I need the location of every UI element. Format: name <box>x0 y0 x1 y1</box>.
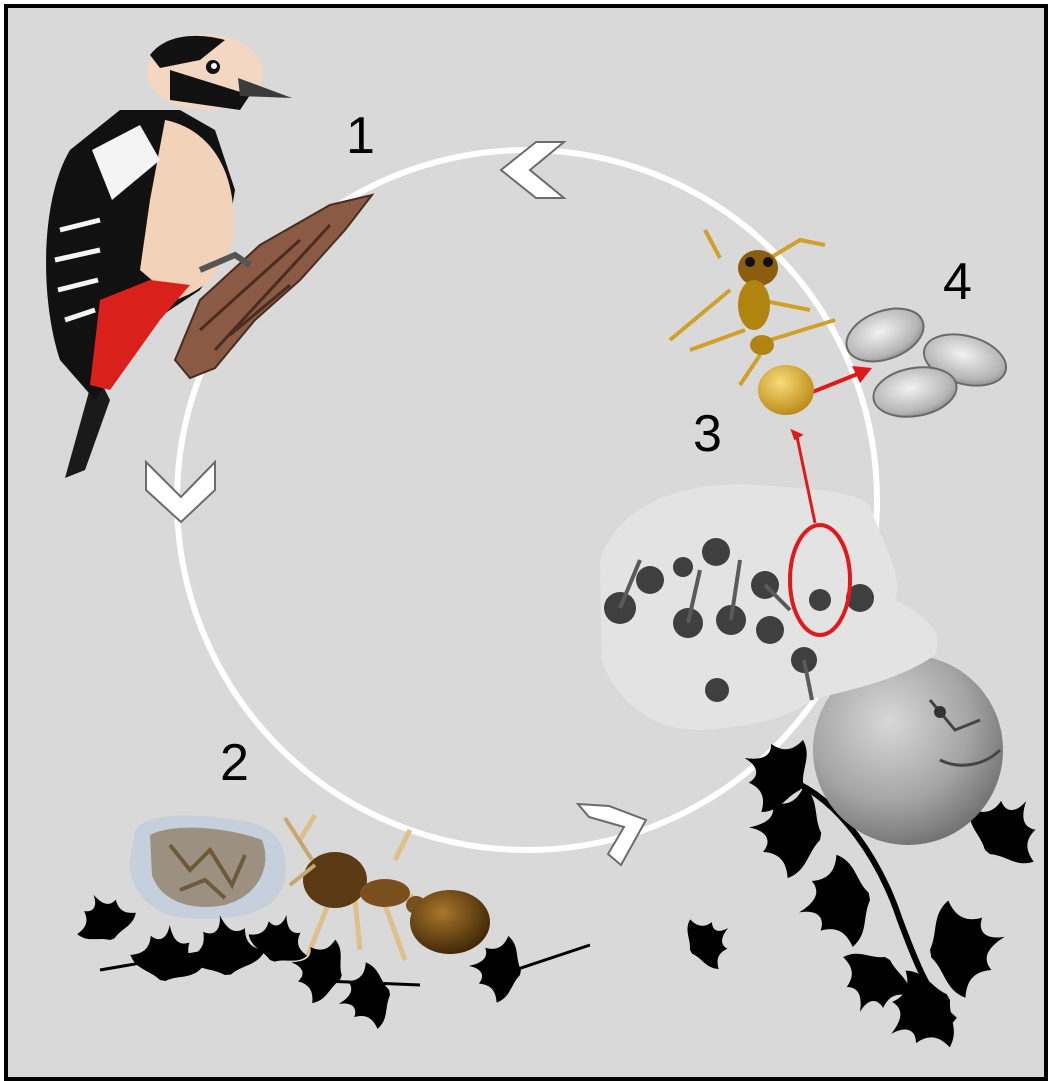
worker-ant-large <box>285 815 490 960</box>
stage-label-1: 1 <box>346 110 375 162</box>
stage-label-3: 3 <box>693 408 722 460</box>
stage-label-4: 4 <box>943 256 972 308</box>
queen-ant <box>670 230 835 415</box>
stage-label-2: 2 <box>220 737 249 789</box>
woodpecker-illustration <box>46 34 372 478</box>
cycle-arrow-bottom <box>578 804 646 865</box>
nest-material-fragment <box>130 816 286 919</box>
